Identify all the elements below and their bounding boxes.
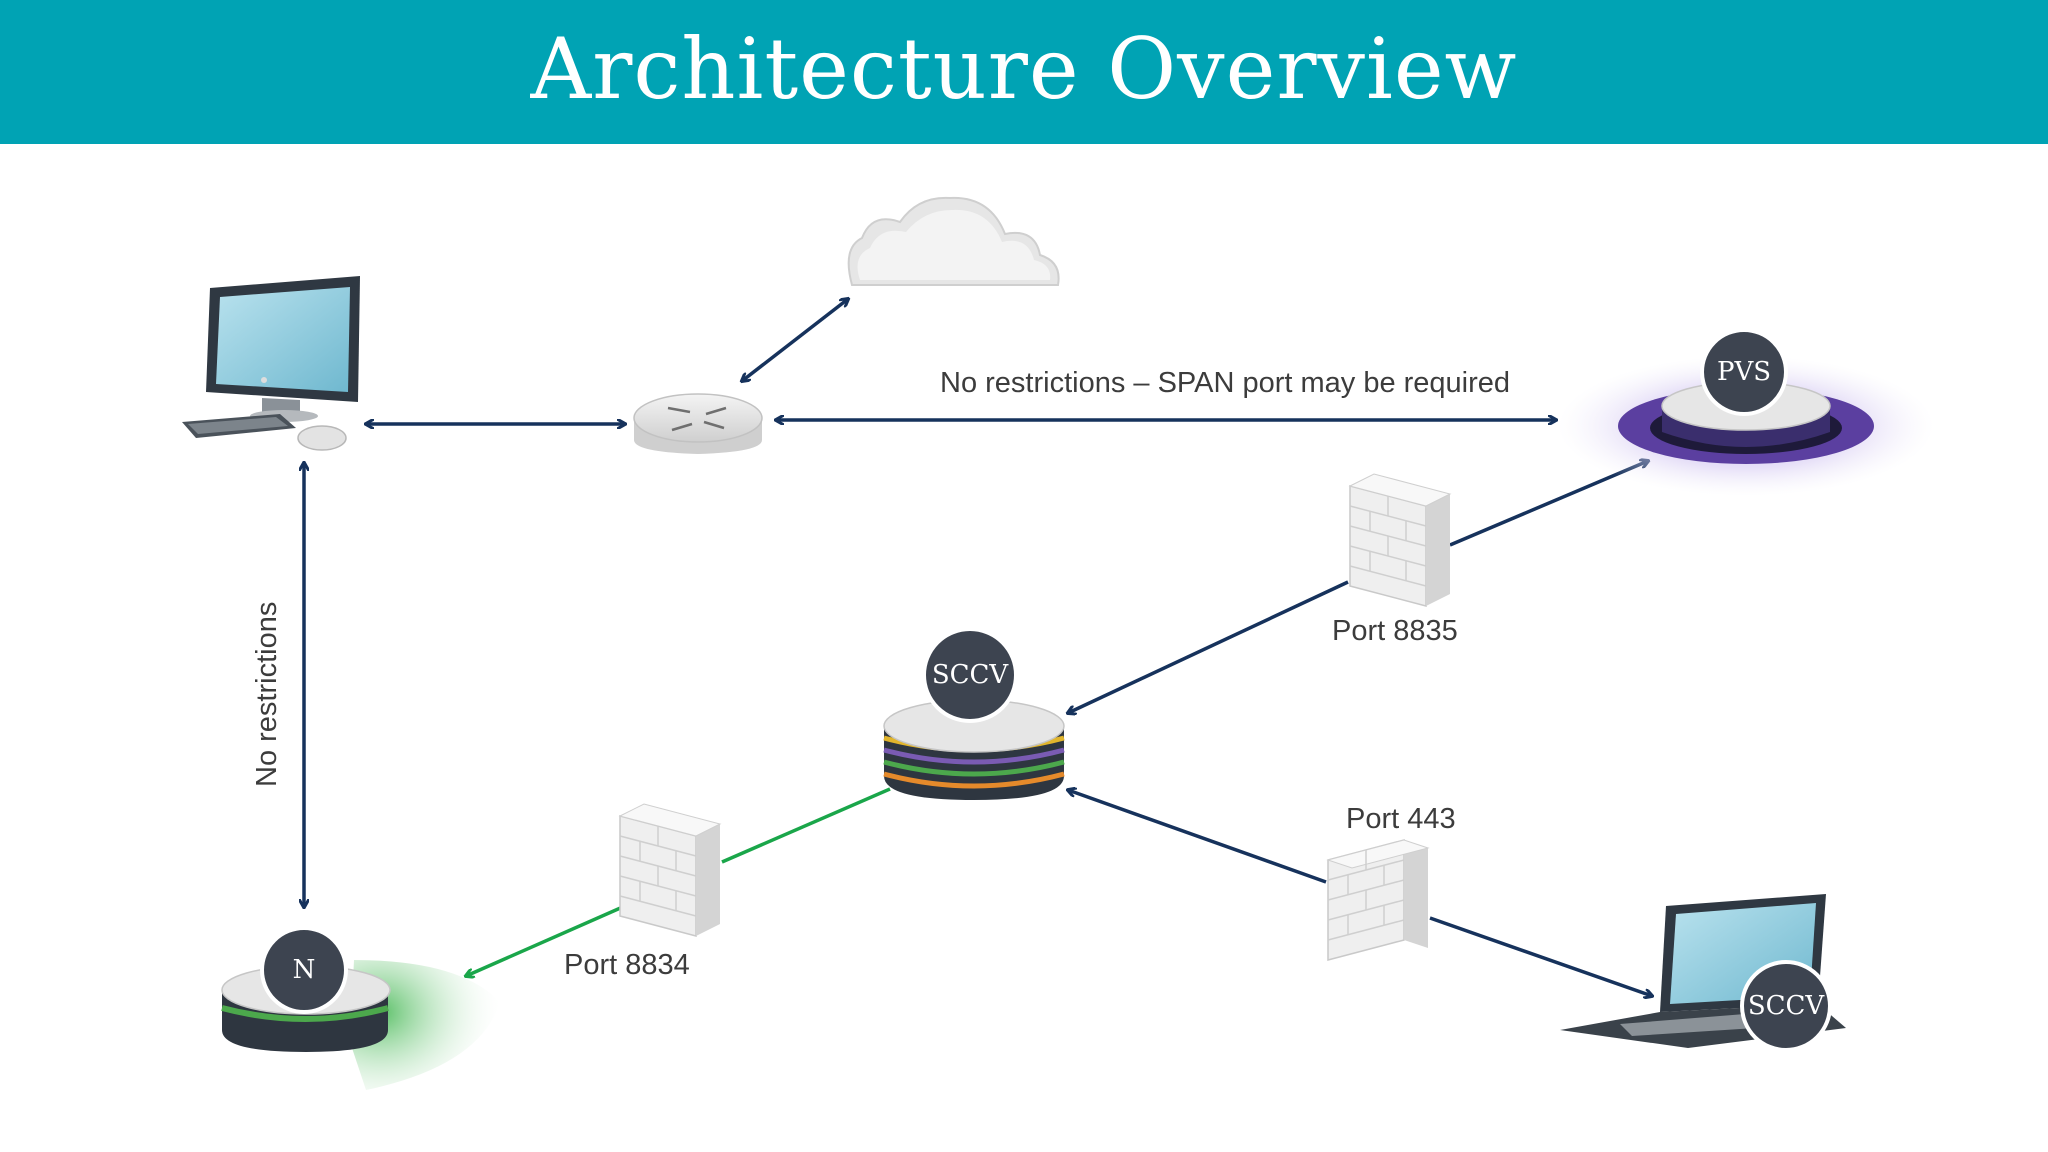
sccv-server: SCCV bbox=[883, 627, 1065, 800]
sccv-agent-label: SCCV bbox=[1748, 991, 1826, 1021]
sccv-server-label: SCCV bbox=[932, 660, 1010, 690]
connections bbox=[304, 299, 1652, 996]
header-bar bbox=[0, 0, 2048, 144]
pvs-label: PVS bbox=[1717, 357, 1771, 387]
nessus-badge bbox=[260, 926, 348, 1014]
desktop-computer-icon bbox=[182, 276, 360, 451]
link-firewall443-sccv bbox=[1068, 790, 1327, 884]
page-title: Architecture Overview bbox=[530, 20, 1518, 118]
link-sccv-firewall8834 bbox=[721, 787, 891, 864]
span-label: No restrictions – SPAN port may be requi… bbox=[940, 367, 1510, 399]
link-firewall8834-nessus bbox=[466, 900, 635, 976]
pvs-sensor: PVS bbox=[1558, 328, 1934, 496]
nessus-label: N bbox=[293, 955, 316, 985]
sccv-agent-badge bbox=[1740, 960, 1832, 1052]
port-8834-label: Port 8834 bbox=[564, 949, 690, 981]
link-firewall443-laptop bbox=[1429, 916, 1652, 996]
sccv-server-badge bbox=[922, 627, 1018, 723]
link-router-cloud bbox=[742, 299, 848, 381]
nessus-scanner: N bbox=[221, 926, 500, 1090]
firewall-icon bbox=[1326, 839, 1430, 961]
firewall-icon bbox=[618, 803, 722, 937]
router-icon bbox=[633, 393, 763, 454]
port-443-label: Port 443 bbox=[1346, 803, 1456, 835]
port-8835-label: Port 8835 bbox=[1332, 615, 1458, 647]
link-firewall8835-sccv bbox=[1068, 580, 1349, 713]
vertical-label: No restrictions bbox=[251, 602, 283, 787]
pvs-badge bbox=[1700, 328, 1788, 416]
cloud-icon bbox=[847, 196, 1060, 286]
laptop-icon: SCCV bbox=[1560, 894, 1846, 1052]
firewall-icon bbox=[1348, 473, 1452, 607]
